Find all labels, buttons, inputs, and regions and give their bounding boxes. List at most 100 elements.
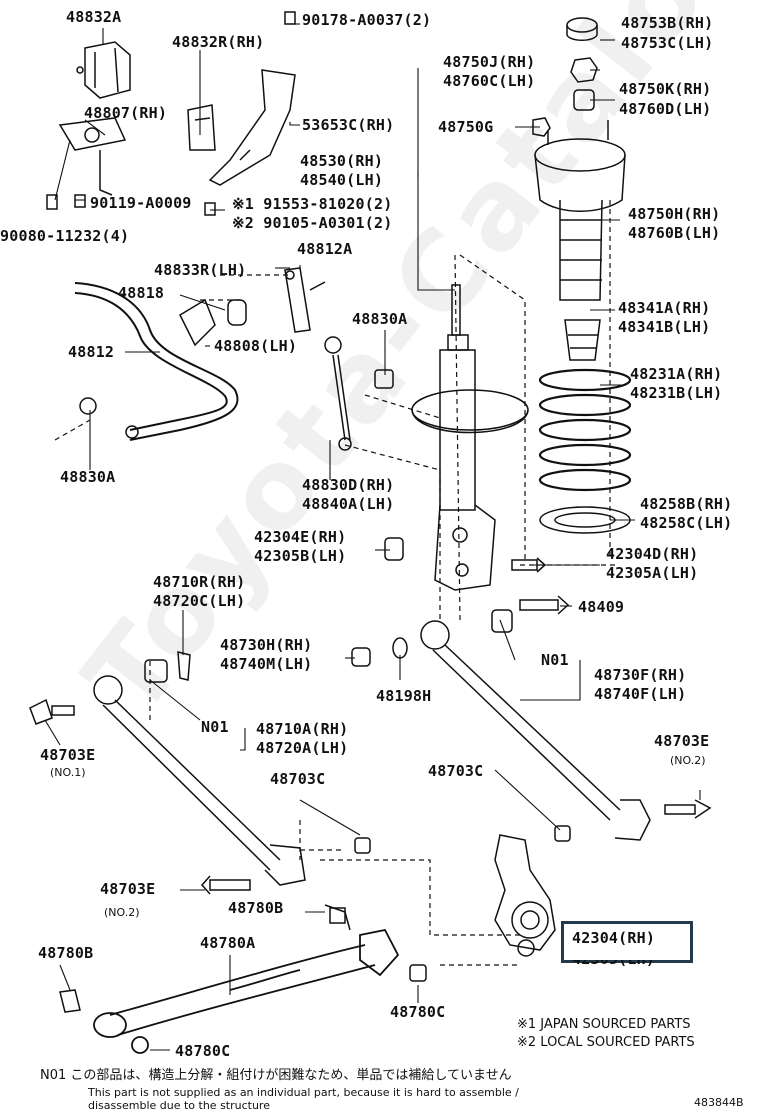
label-48750G[interactable]: 48750G	[438, 118, 494, 136]
label-48750K[interactable]: 48750K(RH)	[619, 80, 712, 98]
note-japan-sourced: ※1 JAPAN SOURCED PARTS	[517, 1017, 691, 1032]
part-48710R-cam	[177, 651, 191, 681]
label-48341A[interactable]: 48341A(RH)	[618, 299, 711, 317]
label-48830A-top[interactable]: 48830A	[352, 310, 408, 328]
part-48750G-nut	[532, 117, 551, 137]
part-48833R-bracket	[284, 267, 326, 333]
label-48540[interactable]: 48540(LH)	[300, 171, 384, 189]
label-48808[interactable]: 48808(LH)	[214, 337, 298, 355]
bolts-top-left	[46, 11, 296, 216]
label-48830A-bottom[interactable]: 48830A	[60, 468, 116, 486]
part-48258B-insulator	[539, 506, 631, 534]
label-48258C[interactable]: 48258C(LH)	[640, 514, 733, 532]
part-48703E-bolt-left	[29, 698, 75, 725]
label-42305[interactable]: 42305(LH)	[572, 960, 655, 968]
label-48780C-bottom[interactable]: 48780C	[175, 1042, 231, 1060]
label-48703E-middle[interactable]: 48703E	[100, 880, 156, 898]
label-48760C[interactable]: 48760C(LH)	[443, 72, 536, 90]
diagram-code: 483844B	[694, 1096, 744, 1109]
part-48830A-nut	[374, 369, 394, 389]
part-48753B-cap	[566, 17, 598, 41]
part-48710A-lateral-arm	[93, 659, 306, 886]
part-48780B-bolt-middle	[324, 904, 351, 931]
label-48807[interactable]: 48807(RH)	[84, 104, 168, 122]
label-42304D[interactable]: 42304D(RH)	[606, 545, 699, 563]
label-48231B[interactable]: 48231B(LH)	[630, 384, 723, 402]
label-42304E[interactable]: 42304E(RH)	[254, 528, 347, 546]
label-48710A[interactable]: 48710A(RH)	[256, 720, 349, 738]
label-90119-A0009[interactable]: 90119-A0009	[90, 194, 192, 212]
label-48780C-right[interactable]: 48780C	[390, 1003, 446, 1021]
label-48812A[interactable]: 48812A	[297, 240, 353, 258]
label-48703E-right[interactable]: 48703E	[654, 732, 710, 750]
label-90178-A0037[interactable]: 90178-A0037(2)	[302, 11, 432, 29]
label-48833R[interactable]: 48833R(LH)	[154, 261, 247, 279]
part-48780C-nut-right	[409, 964, 427, 982]
label-48198H[interactable]: 48198H	[376, 687, 432, 705]
label-90105-A0301[interactable]: ※2 90105-A0301(2)	[232, 214, 393, 232]
label-42304[interactable]: 42304(RH)	[572, 929, 656, 947]
label-48720C[interactable]: 48720C(LH)	[153, 592, 246, 610]
label-42305B[interactable]: 42305B(LH)	[254, 547, 347, 565]
part-48341A-bump-stopper	[564, 319, 601, 361]
part-48750H-support	[534, 120, 626, 301]
label-48341B[interactable]: 48341B(LH)	[618, 318, 711, 336]
part-48409-bolt	[519, 595, 570, 615]
label-48740F[interactable]: 48740F(LH)	[594, 685, 687, 703]
label-48818[interactable]: 48818	[118, 284, 165, 302]
part-48730H-bushing	[351, 647, 371, 667]
part-48830A-bushing-left	[79, 397, 97, 415]
part-48730F-lateral-arm	[420, 609, 651, 841]
part-48818-bushing	[179, 298, 247, 347]
label-48753B[interactable]: 48753B(RH)	[621, 14, 714, 32]
label-48730F[interactable]: 48730F(RH)	[594, 666, 687, 684]
note-n01-japanese: N01 この部品は、構造上分解・組付けが困難なため、単品では補給していません	[40, 1068, 512, 1083]
part-48832A-bracket	[76, 41, 131, 99]
label-91553-81020[interactable]: ※1 91553-81020(2)	[232, 195, 393, 213]
part-48750K-cushion	[573, 89, 595, 111]
label-48780B-middle[interactable]: 48780B	[228, 899, 284, 917]
label-48753C[interactable]: 48753C(LH)	[621, 34, 714, 52]
label-48730H[interactable]: 48730H(RH)	[220, 636, 313, 654]
part-48703E-bolt-middle	[200, 875, 251, 895]
part-48812-stabilizer-bar	[74, 282, 239, 441]
label-48760B[interactable]: 48760B(LH)	[628, 224, 721, 242]
label-48830D[interactable]: 48830D(RH)	[302, 476, 395, 494]
label-48710R[interactable]: 48710R(RH)	[153, 573, 246, 591]
label-48832R[interactable]: 48832R(RH)	[172, 33, 265, 51]
label-N01-left[interactable]: N01	[201, 718, 229, 736]
label-48409[interactable]: 48409	[578, 598, 625, 616]
label-no2-right: (NO.2)	[670, 754, 706, 767]
part-48750J-nut	[570, 57, 598, 83]
highlight-box-42304	[561, 921, 693, 963]
label-48760D[interactable]: 48760D(LH)	[619, 100, 712, 118]
label-48780A[interactable]: 48780A	[200, 934, 256, 952]
label-53653C[interactable]: 53653C(RH)	[302, 116, 395, 134]
label-42305A[interactable]: 42305A(LH)	[606, 564, 699, 582]
label-48703C-center[interactable]: 48703C	[270, 770, 326, 788]
part-42304D-bolt	[511, 557, 547, 573]
label-48231A[interactable]: 48231A(RH)	[630, 365, 723, 383]
part-48703C-nut-center	[354, 837, 371, 854]
label-48703E-left[interactable]: 48703E	[40, 746, 96, 764]
label-48740M[interactable]: 48740M(LH)	[220, 655, 313, 673]
label-48780B-left[interactable]: 48780B	[38, 944, 94, 962]
label-48832A[interactable]: 48832A	[66, 8, 122, 26]
label-48258B[interactable]: 48258B(RH)	[640, 495, 733, 513]
label-48703C-right[interactable]: 48703C	[428, 762, 484, 780]
label-48840A[interactable]: 48840A(LH)	[302, 495, 395, 513]
part-48703C-nut-right	[554, 825, 571, 842]
label-N01-right[interactable]: N01	[541, 651, 569, 669]
label-48750J[interactable]: 48750J(RH)	[443, 53, 536, 71]
part-48198H-washer	[392, 637, 408, 659]
label-48530[interactable]: 48530(RH)	[300, 152, 384, 170]
leader-lines	[44, 23, 701, 1051]
part-48830D-link	[324, 336, 352, 451]
note-n01-english-line1: This part is not supplied as an individu…	[88, 1086, 519, 1099]
label-48720A[interactable]: 48720A(LH)	[256, 739, 349, 757]
part-48780A-trailing-arm	[93, 928, 400, 1054]
label-48812[interactable]: 48812	[68, 343, 115, 361]
label-48750H[interactable]: 48750H(RH)	[628, 205, 721, 223]
label-90080-11232[interactable]: 90080-11232(4)	[0, 227, 130, 245]
